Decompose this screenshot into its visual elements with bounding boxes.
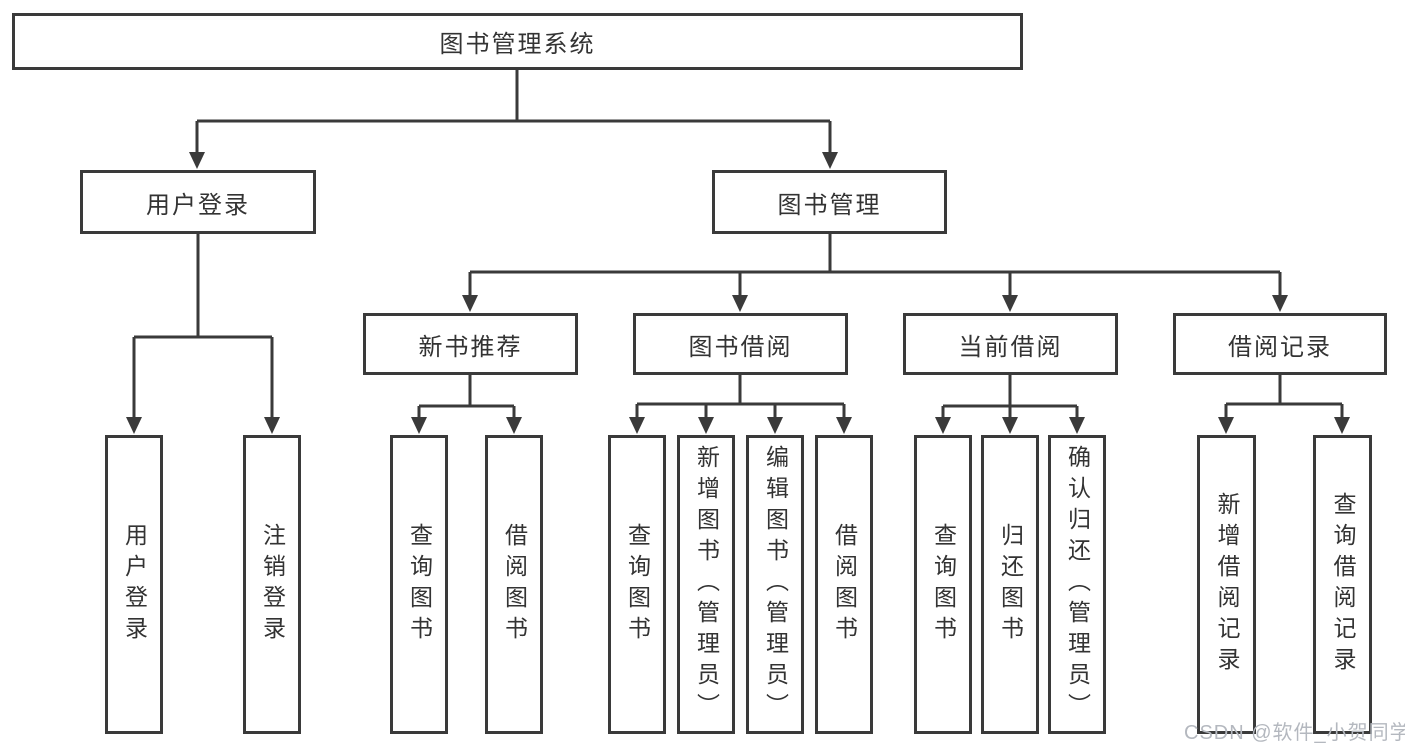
node-root-label: 图书管理系统 bbox=[439, 31, 596, 58]
leaf-label: 归还图书 bbox=[997, 522, 1024, 647]
leaf-label: 注销登录 bbox=[259, 522, 286, 647]
arrowhead-icon bbox=[1272, 295, 1288, 312]
node-current-borrow-label: 当前借阅 bbox=[958, 333, 1063, 361]
leaf-add-book-admin: 新增图书（管理员） bbox=[677, 435, 735, 734]
arrowhead-icon bbox=[1334, 417, 1350, 434]
arrowhead-icon bbox=[836, 417, 852, 434]
node-new-book-recommend-label: 新书推荐 bbox=[418, 333, 523, 361]
leaf-label: 借阅图书 bbox=[831, 522, 858, 647]
leaf-current-query-books: 查询图书 bbox=[914, 435, 972, 734]
arrowhead-icon bbox=[1002, 295, 1018, 312]
leaf-user-login: 用户登录 bbox=[105, 435, 163, 734]
node-current-borrow: 当前借阅 bbox=[903, 313, 1118, 375]
connector-path bbox=[132, 70, 1344, 420]
leaf-label: 查询借阅记录 bbox=[1330, 491, 1356, 678]
leaf-label: 新增借阅记录 bbox=[1214, 491, 1240, 678]
leaf-confirm-return-admin: 确认归还（管理员） bbox=[1048, 435, 1106, 734]
arrowhead-icons bbox=[126, 152, 1350, 434]
leaf-label: 新增图书（管理员） bbox=[693, 445, 720, 724]
node-user-login-label: 用户登录 bbox=[146, 191, 250, 219]
leaf-newbook-query-books: 查询图书 bbox=[390, 435, 448, 734]
leaf-label: 确认归还（管理员） bbox=[1064, 445, 1091, 724]
arrowhead-icon bbox=[506, 417, 522, 434]
node-borrow-records-label: 借阅记录 bbox=[1228, 333, 1332, 361]
leaf-return-book: 归还图书 bbox=[981, 435, 1039, 734]
leaf-edit-book-admin: 编辑图书（管理员） bbox=[746, 435, 804, 734]
node-book-borrow-label: 图书借阅 bbox=[688, 333, 793, 361]
leaf-label: 查询图书 bbox=[406, 522, 433, 647]
arrowhead-icon bbox=[1069, 417, 1085, 434]
arrowhead-icon bbox=[462, 295, 478, 312]
leaf-borrow-query-books: 查询图书 bbox=[608, 435, 666, 734]
leaf-add-borrow-record: 新增借阅记录 bbox=[1197, 435, 1256, 734]
connector-edges bbox=[132, 70, 1344, 420]
node-new-book-recommend: 新书推荐 bbox=[363, 313, 578, 375]
arrowhead-icon bbox=[264, 417, 280, 434]
arrowhead-icon bbox=[189, 152, 205, 169]
leaf-label: 查询图书 bbox=[930, 522, 957, 647]
leaf-label: 借阅图书 bbox=[501, 522, 528, 647]
node-root: 图书管理系统 bbox=[12, 13, 1023, 70]
leaf-label: 编辑图书（管理员） bbox=[762, 445, 789, 724]
csdn-watermark: CSDN @软件_小贺同学 bbox=[1184, 722, 1405, 744]
arrowhead-icon bbox=[1218, 417, 1234, 434]
node-user-login: 用户登录 bbox=[80, 170, 316, 234]
arrowhead-icon bbox=[732, 295, 748, 312]
arrowhead-icon bbox=[126, 417, 142, 434]
leaf-label: 查询图书 bbox=[624, 522, 651, 647]
node-book-management-label: 图书管理 bbox=[777, 191, 882, 219]
arrowhead-icon bbox=[698, 417, 714, 434]
leaf-borrow-book: 借阅图书 bbox=[815, 435, 873, 734]
leaf-query-borrow-record: 查询借阅记录 bbox=[1313, 435, 1372, 734]
arrowhead-icon bbox=[767, 417, 783, 434]
node-borrow-records: 借阅记录 bbox=[1173, 313, 1387, 375]
arrowhead-icon bbox=[822, 152, 838, 169]
arrowhead-icon bbox=[1002, 417, 1018, 434]
leaf-newbook-borrow-books: 借阅图书 bbox=[485, 435, 543, 734]
arrowhead-icon bbox=[629, 417, 645, 434]
node-book-borrow: 图书借阅 bbox=[633, 313, 848, 375]
leaf-label: 用户登录 bbox=[121, 522, 148, 647]
node-book-management: 图书管理 bbox=[712, 170, 947, 234]
arrowhead-icon bbox=[411, 417, 427, 434]
leaf-logout: 注销登录 bbox=[243, 435, 301, 734]
arrowhead-icon bbox=[935, 417, 951, 434]
